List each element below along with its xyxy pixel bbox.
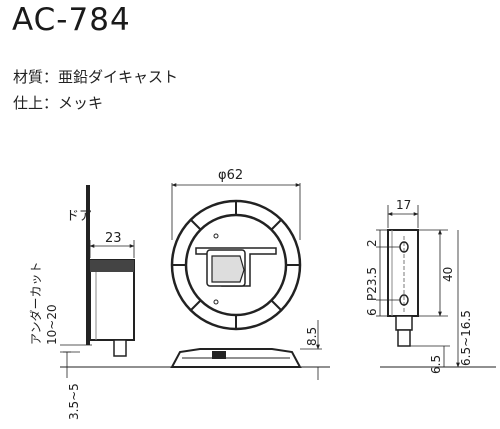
plate-pin-upper (395, 315, 413, 331)
stopper-pin (113, 339, 127, 357)
dim-top-margin-label: 2 (365, 239, 379, 247)
finish-spec: 仕上：メッキ (13, 94, 104, 112)
dim-floor-offset-label: 3.5~5 (67, 383, 81, 420)
product-code: AC-784 (12, 2, 131, 38)
ring-segments (172, 201, 300, 329)
material-spec: 材質：亜鉛ダイキャスト (13, 68, 179, 86)
dim-bottom-margin-label: 6 (365, 308, 379, 316)
dim-plate-width-label: 17 (396, 198, 411, 212)
screw-hole-bottom (213, 299, 219, 305)
plate-view: 17 2 P23.5 6 40 6.5~16.5 6.5 (365, 198, 496, 374)
dim-plate-height-label: 8.5 (305, 327, 319, 346)
top-view: φ62 (170, 168, 302, 331)
catcher-center-block (212, 351, 226, 359)
dim-adjust-range-label: 6.5~16.5 (459, 310, 473, 366)
side-view: 23 ドア アンダーカット 10~20 3.5~5 (28, 185, 160, 420)
plate-pin-lower (397, 329, 411, 347)
dim-diameter-label: φ62 (218, 168, 243, 183)
latch-hook (211, 255, 245, 283)
undercut-range-label: 10~20 (45, 304, 59, 345)
dim-pin-height-label: 6.5 (429, 355, 443, 374)
dim-side-width-label: 23 (105, 231, 122, 246)
dim-pitch-label: P23.5 (365, 267, 379, 301)
door-leaf (86, 185, 90, 345)
stopper-top-band (90, 260, 134, 272)
front-view: 8.5 (160, 320, 330, 380)
dim-plate-length-label: 40 (441, 267, 455, 282)
screw-hole-top (213, 233, 219, 239)
door-label: ドア (66, 209, 92, 224)
undercut-label: アンダーカット (28, 261, 43, 345)
